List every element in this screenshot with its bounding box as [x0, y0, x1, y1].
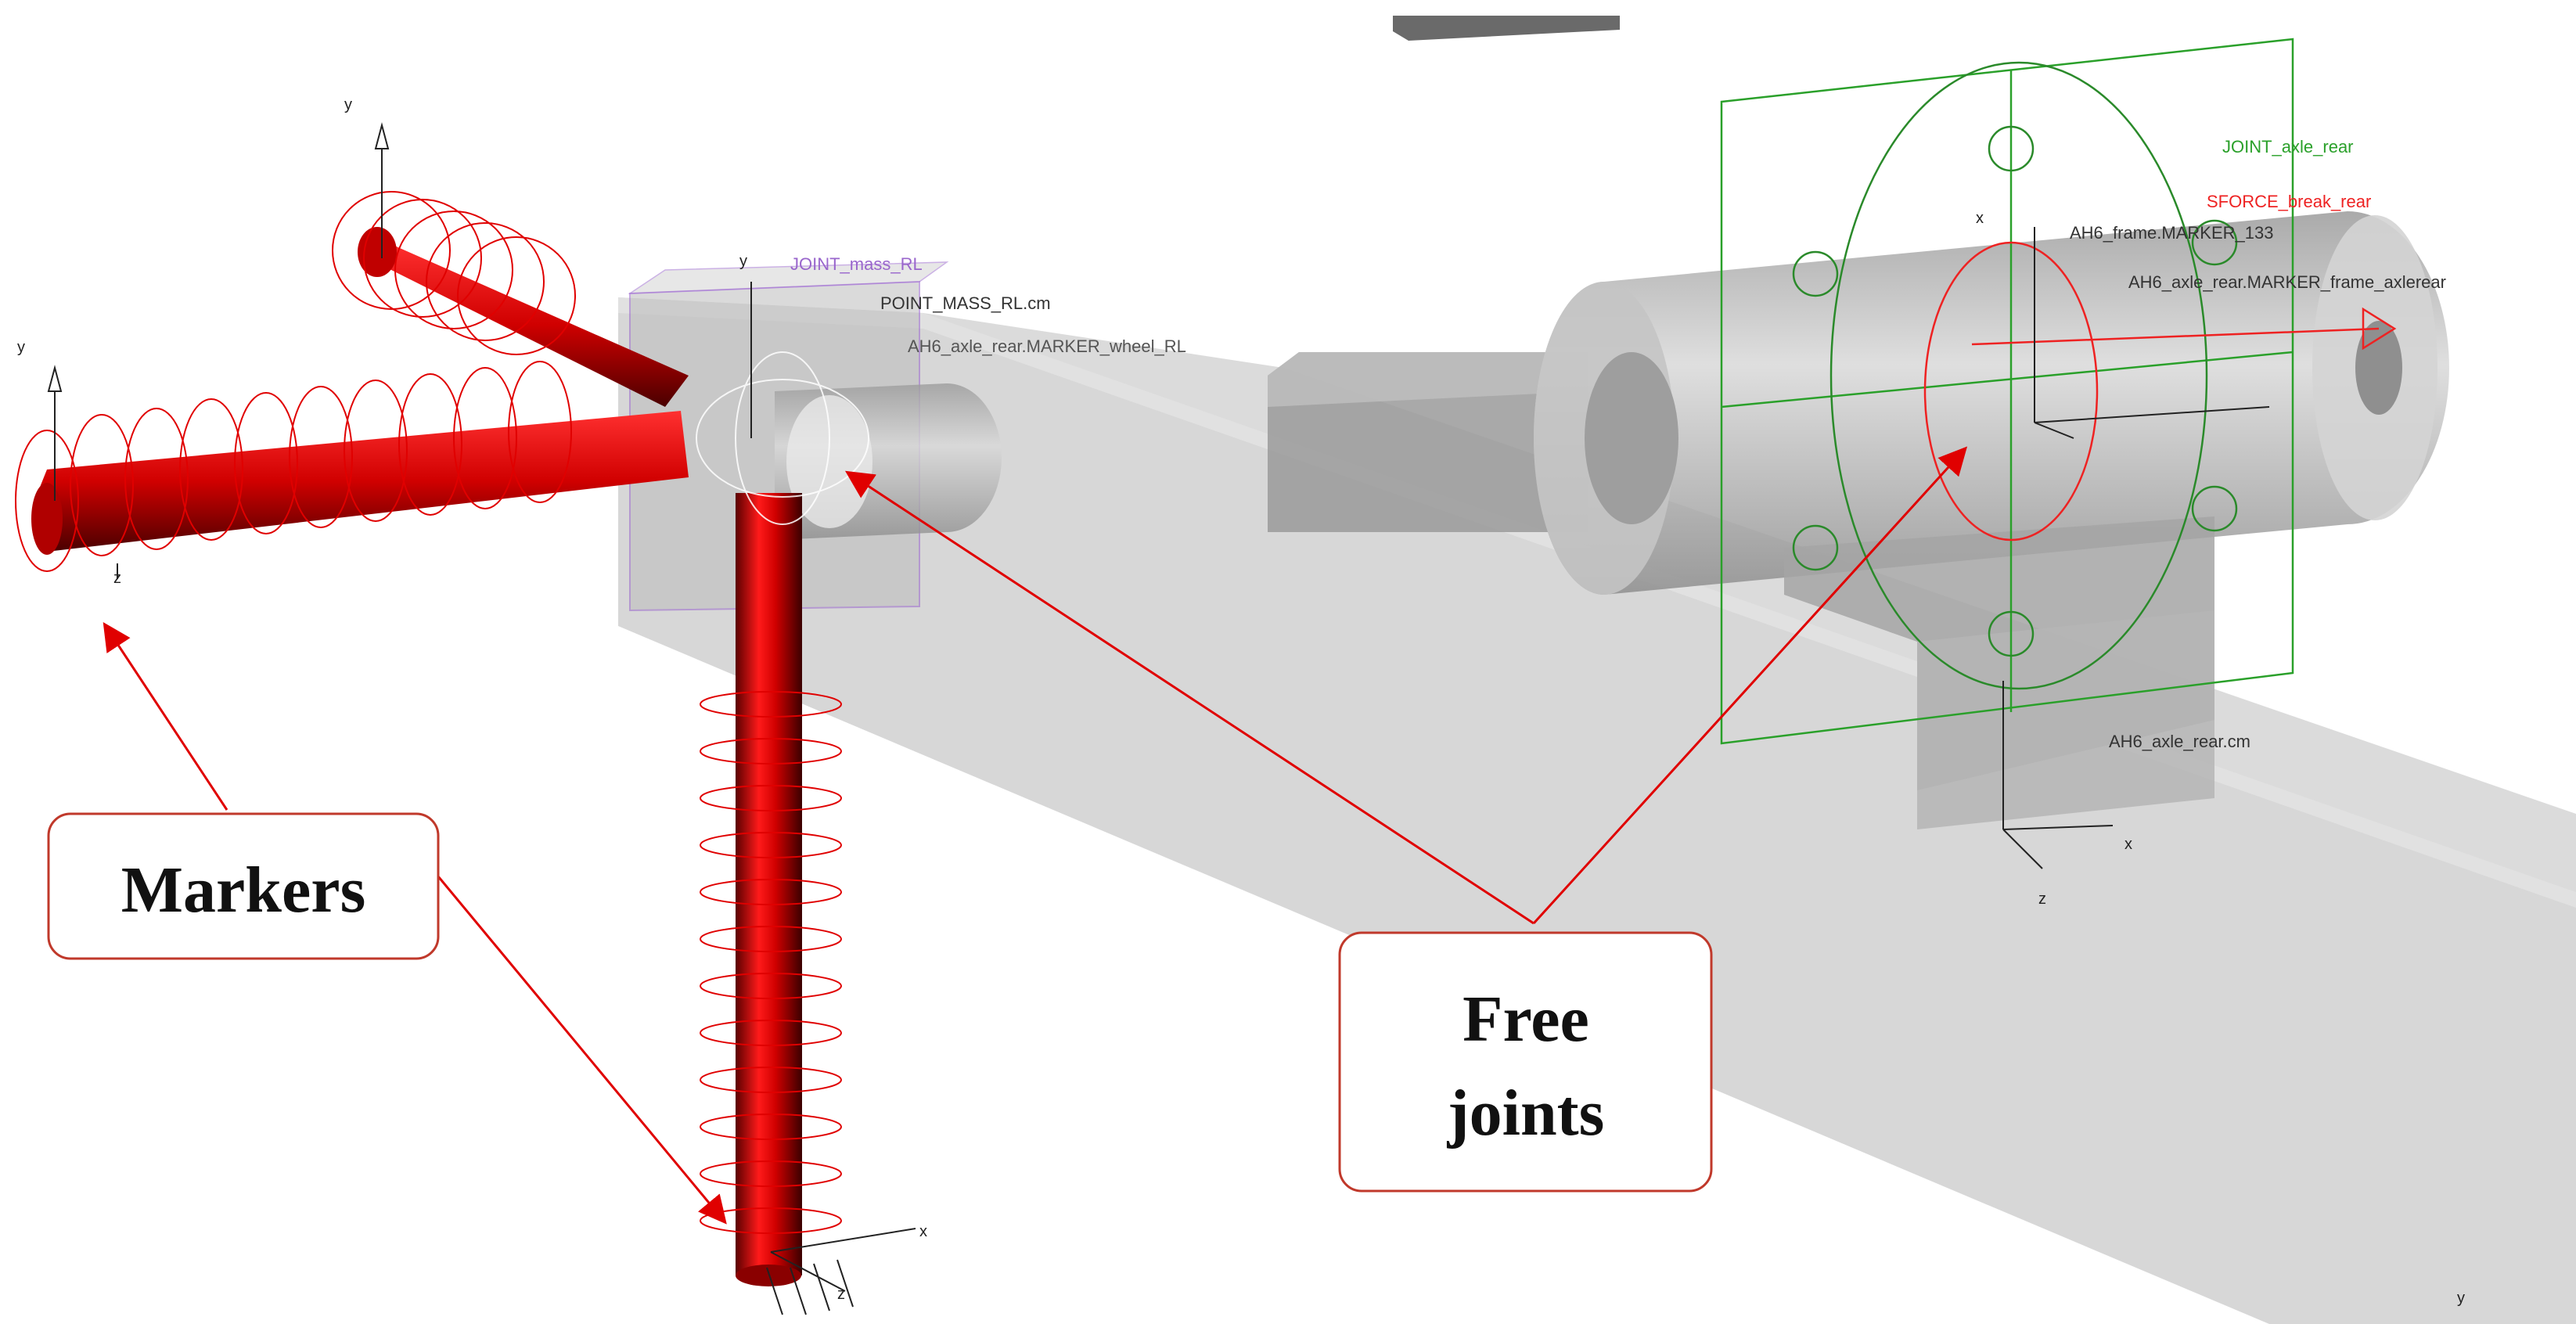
- free-joints-callout: Free joints: [1338, 931, 1713, 1193]
- label-joint-axle-rear: JOINT_axle_rear: [2222, 137, 2354, 157]
- axis-letter-y: y: [344, 96, 352, 113]
- red-tube-vertical: [736, 493, 802, 1286]
- marker-triad-axle-center: [2034, 227, 2270, 439]
- label-marker-wheel-rl: AH6_axle_rear.MARKER_wheel_RL: [908, 336, 1186, 356]
- free-joints-callout-label-line1: Free: [1462, 983, 1589, 1056]
- spring-coils-horizontal: [15, 361, 572, 572]
- axis-letter-x: x: [1976, 210, 1984, 227]
- label-marker-frame-axlerear: AH6_axle_rear.MARKER_frame_axlerear: [2128, 272, 2446, 292]
- axis-letter-z: z: [2038, 890, 2046, 908]
- marker-triad-left: [47, 365, 118, 579]
- marker-triad-axle-cm: [2002, 681, 2114, 869]
- label-joint-mass-rl: JOINT_mass_RL: [790, 254, 923, 274]
- axis-letter-x: x: [2124, 836, 2132, 853]
- axle-housing-cylinder: [1534, 211, 2449, 595]
- axle-stub-left: [1268, 352, 1588, 532]
- axis-letter-y: y: [2457, 1290, 2465, 1307]
- markers-callout: Markers: [47, 812, 440, 960]
- label-point-mass-rl-cm: POINT_MASS_RL.cm: [880, 293, 1051, 313]
- joint-axle-rear-plane: [1720, 38, 2294, 745]
- axis-letter-z: z: [837, 1286, 845, 1303]
- label-axle-rear-cm: AH6_axle_rear.cm: [2109, 732, 2250, 751]
- markers-callout-arrows: [103, 621, 727, 1225]
- axis-letter-y: y: [739, 253, 747, 270]
- axis-letter-y: y: [17, 339, 25, 356]
- label-sforce-break-rear: SFORCE_break_rear: [2207, 192, 2371, 211]
- axis-letter-x: x: [919, 1223, 927, 1240]
- free-joints-callout-label-line2: joints: [1447, 1077, 1605, 1150]
- spring-coils-vertical: [700, 691, 842, 1234]
- joint-mass-rl-glyph: [696, 351, 869, 525]
- marker-triad-bottom: [766, 1228, 916, 1315]
- sforce-break-rear-glyph: [1923, 241, 2397, 541]
- wheel-hub-cylinder: [775, 383, 1002, 540]
- marker-triad-top: [374, 122, 390, 258]
- label-frame-marker-133: AH6_frame.MARKER_133: [2070, 223, 2273, 243]
- axis-letter-z: z: [113, 570, 121, 587]
- spring-coils-upper: [332, 191, 576, 355]
- red-tube-horizontal: [31, 411, 689, 555]
- top-edge-part: [1393, 16, 1620, 41]
- markers-callout-label: Markers: [121, 854, 366, 926]
- free-joints-callout-arrows: [844, 446, 1968, 925]
